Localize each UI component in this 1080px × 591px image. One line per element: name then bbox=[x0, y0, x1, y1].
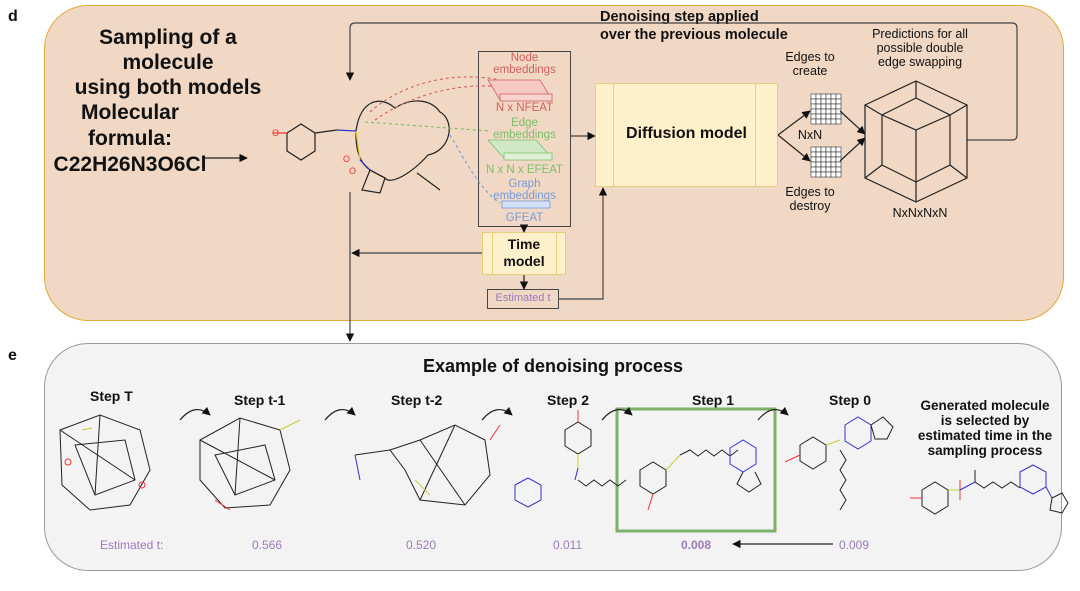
estimated-t-value-selected: 0.008 bbox=[681, 538, 712, 552]
predictions-line3: edge swapping bbox=[877, 55, 963, 69]
panel-e-letter: e bbox=[8, 347, 17, 364]
node-label-line1: Node bbox=[510, 52, 539, 64]
loop-label-line1: Denoising step applied bbox=[600, 9, 759, 25]
step-arrow bbox=[481, 406, 513, 421]
panel-d-title: Sampling of a molecule using both models bbox=[58, 25, 278, 100]
estimated-t-value: 0.011 bbox=[553, 538, 583, 552]
grid-cell bbox=[835, 118, 842, 125]
molecule-step-2 bbox=[514, 410, 627, 508]
molecule-step-T bbox=[59, 414, 151, 511]
edge-dims: N x N x EFEAT bbox=[485, 164, 564, 176]
formula-value: C22H26N3O6Cl bbox=[53, 153, 207, 176]
graph-label-line2: embeddings bbox=[493, 190, 556, 202]
time-model-line2: model bbox=[503, 253, 545, 269]
nxn-label: NxN bbox=[797, 128, 823, 142]
estimated-t-value: 0.009 bbox=[839, 538, 870, 552]
generated-molecule bbox=[910, 464, 1069, 515]
panel-d-title-line1: Sampling of a molecule bbox=[99, 26, 237, 74]
molecular-formula-block: Molecular formula: C22H26N3O6Cl bbox=[40, 100, 220, 178]
edge-link bbox=[364, 121, 491, 132]
loop-label-line2: over the previous molecule bbox=[600, 27, 788, 43]
edges-destroy-grid bbox=[810, 146, 842, 178]
loop-label: Denoising step applied over the previous… bbox=[600, 8, 788, 44]
step-label: Step T bbox=[90, 388, 133, 404]
diffusion-model-box[interactable]: Diffusion model bbox=[595, 83, 778, 187]
destroy-to-cube-arrow bbox=[839, 137, 866, 162]
input-molecule bbox=[273, 100, 450, 194]
edges-create-line2: create bbox=[792, 64, 828, 78]
generated-line4: sampling process bbox=[927, 443, 1043, 458]
node-label-line2: embeddings bbox=[493, 64, 556, 76]
nxnxnxn-cube bbox=[864, 80, 968, 203]
predictions-label: Predictions for all possible double edge… bbox=[855, 27, 985, 69]
nxnxnxn-label: NxNxNxN bbox=[892, 206, 948, 220]
step-label: Step t-1 bbox=[234, 392, 286, 408]
graph-link bbox=[449, 134, 501, 204]
graph-embeddings-tensor bbox=[501, 200, 551, 209]
node-link-2 bbox=[374, 85, 501, 121]
molecule-step-1 bbox=[639, 439, 762, 511]
predictions-line2: possible double bbox=[876, 41, 964, 55]
edges-create-grid bbox=[810, 93, 842, 125]
step-label: Step t-2 bbox=[391, 392, 443, 408]
svg-text:O: O bbox=[272, 128, 279, 138]
edges-create-label: Edges to create bbox=[780, 50, 840, 78]
generated-line3: estimated time in the bbox=[917, 428, 1053, 443]
edge-embeddings-label: Edge embeddings bbox=[478, 117, 571, 141]
graph-embeddings-label: Graph embeddings bbox=[478, 178, 571, 202]
grid-cell bbox=[835, 171, 842, 178]
diffusion-model-label: Diffusion model bbox=[626, 125, 747, 142]
edge-label-line1: Edge bbox=[511, 117, 538, 129]
estimated-t-value: 0.566 bbox=[252, 538, 283, 552]
node-dims: N x NFEAT bbox=[495, 102, 554, 114]
predictions-line1: Predictions for all bbox=[872, 27, 968, 41]
panel-e-background bbox=[44, 343, 1062, 571]
time-model-line1: Time bbox=[507, 236, 541, 252]
edge-label-line2: embeddings bbox=[493, 129, 556, 141]
step-arrow bbox=[601, 406, 633, 421]
formula-label-line1: Molecular bbox=[80, 101, 180, 124]
generated-caption: Generated molecule is selected by estima… bbox=[895, 398, 1075, 458]
graph-label-line1: Graph bbox=[508, 178, 541, 190]
estimated-t-label: Estimated t: bbox=[100, 538, 164, 552]
step-label: Step 1 bbox=[692, 392, 735, 408]
estimated-t-value: 0.520 bbox=[406, 538, 437, 552]
edges-destroy-label: Edges to destroy bbox=[780, 185, 840, 213]
svg-text:O: O bbox=[349, 166, 356, 176]
edges-destroy-line1: Edges to bbox=[785, 185, 835, 199]
molecule-step-t-2 bbox=[354, 424, 501, 506]
edges-create-line1: Edges to bbox=[785, 50, 835, 64]
node-embeddings-tensor bbox=[487, 79, 553, 102]
step-arrow bbox=[324, 406, 356, 421]
node-embeddings-label: Node embeddings bbox=[478, 52, 571, 76]
edges-destroy-line2: destroy bbox=[789, 199, 831, 213]
loop-arrow bbox=[345, 22, 1018, 141]
step-arrow bbox=[179, 406, 211, 421]
panel-d-letter: d bbox=[8, 8, 18, 25]
diffusion-to-create-arrow bbox=[777, 110, 811, 136]
diffusion-to-destroy-arrow bbox=[777, 134, 811, 162]
step-label: Step 0 bbox=[829, 392, 872, 408]
generated-line2: is selected by bbox=[940, 413, 1030, 428]
svg-text:O: O bbox=[343, 154, 350, 164]
panel-d-title-line2: using both models bbox=[74, 76, 262, 99]
selected-step-box bbox=[615, 407, 777, 533]
create-to-cube-arrow bbox=[839, 110, 866, 135]
graph-dims: GFEAT bbox=[505, 212, 544, 224]
panel-e-title: Example of denoising process bbox=[422, 356, 684, 376]
step-arrow bbox=[757, 406, 789, 421]
node-link bbox=[369, 76, 501, 113]
molecule-step-0 bbox=[784, 416, 894, 511]
formula-label-line2: formula: bbox=[88, 127, 172, 150]
step-label: Step 2 bbox=[547, 392, 590, 408]
estimated-to-diffusion-arrow bbox=[559, 187, 608, 300]
edge-embeddings-tensor bbox=[487, 139, 553, 161]
molecule-step-t-1 bbox=[199, 417, 301, 511]
generated-line1: Generated molecule bbox=[920, 398, 1050, 413]
